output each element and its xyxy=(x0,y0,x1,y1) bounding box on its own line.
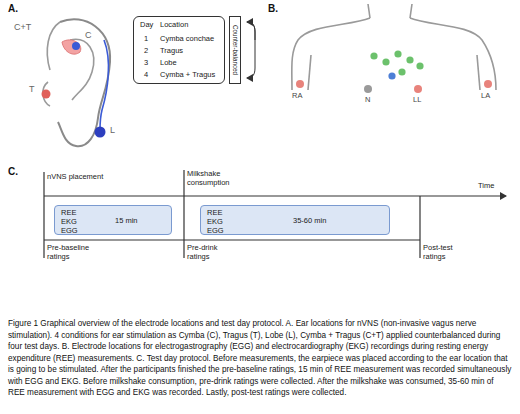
measurement-box: REE EKG EGG 15 min xyxy=(54,205,172,235)
electrode-label: RA xyxy=(292,92,302,101)
ekg-electrode xyxy=(414,85,422,93)
box-text: Cymba + Tragus xyxy=(160,70,215,79)
box-text: Day xyxy=(140,20,153,29)
ear-antihelix xyxy=(70,39,94,100)
box-text: 2 xyxy=(144,46,148,55)
torso-outline xyxy=(410,18,496,90)
panel-letter: B. xyxy=(268,3,278,15)
time-tick xyxy=(419,196,420,258)
box-text: Location xyxy=(160,20,188,29)
time-tick xyxy=(183,170,184,258)
neutral-electrode xyxy=(364,85,372,93)
counterbalance-arrow xyxy=(247,22,255,78)
egg-electrode xyxy=(370,52,377,59)
axis-label: Time xyxy=(478,182,494,191)
cymba-area xyxy=(62,40,81,54)
ratings-label: Post-test ratings xyxy=(423,244,468,261)
egg-electrode xyxy=(382,58,389,65)
figure-caption: Figure 1 Graphical overview of the elect… xyxy=(8,318,512,399)
box-text: 1 xyxy=(144,34,148,43)
egg-electrode xyxy=(406,56,413,63)
location-label: L xyxy=(110,125,115,135)
egg-electrode xyxy=(394,50,401,57)
box-text: 4 xyxy=(144,70,148,79)
measurement-box: REE EKG EGG 35-60 min xyxy=(200,205,390,235)
rotated-label: Counter-balanced xyxy=(232,25,239,75)
arm-line xyxy=(477,55,480,90)
box-text: 3 xyxy=(144,58,148,67)
arm-line xyxy=(308,55,311,90)
counterbalance-arrow xyxy=(247,22,255,40)
ear-helix xyxy=(58,19,110,146)
torso-neck xyxy=(368,4,370,18)
lobe-electrode xyxy=(95,127,106,138)
ekg-electrode xyxy=(484,80,492,88)
timeline-event: nVNS placement xyxy=(47,173,103,182)
panel-letter: A. xyxy=(8,3,18,15)
torso-outline xyxy=(292,18,370,90)
egg-electrode xyxy=(416,62,423,69)
timeline-event: Milkshake consumption xyxy=(187,170,249,187)
time-axis xyxy=(44,195,506,196)
ratings-line xyxy=(44,239,420,240)
time-tick xyxy=(43,172,44,258)
box-text: REE EKG EGG xyxy=(61,208,83,235)
counterbalance-box: Counter-balanced xyxy=(229,16,241,84)
ear-crus xyxy=(47,22,60,70)
torso-neck xyxy=(410,4,412,18)
box-text: Tragus xyxy=(160,46,183,55)
box-text: REE EKG EGG xyxy=(207,208,229,235)
location-label: C+T xyxy=(14,22,31,32)
electrode-label: LA xyxy=(481,92,490,101)
electrode-label: N xyxy=(365,96,370,105)
box-text: 35-60 min xyxy=(293,216,326,225)
electrode-label: LL xyxy=(413,96,421,105)
box-text: Cymba conchae xyxy=(160,34,214,43)
egg-electrode xyxy=(388,72,395,79)
location-label: T xyxy=(29,84,35,94)
ekg-electrode xyxy=(296,80,304,88)
tragus-electrode xyxy=(42,90,51,99)
day-table: Day Location 1 Cymba conchae 2 Tragus 3 Lobe 4 Cy… xyxy=(133,16,225,84)
ratings-label: Pre-baseline ratings xyxy=(47,244,102,261)
panel-letter: C. xyxy=(8,166,18,178)
box-text: 15 min xyxy=(115,216,138,225)
ratings-label: Pre-drink ratings xyxy=(187,244,232,261)
location-label: C xyxy=(85,30,92,40)
cymba-electrode xyxy=(72,42,80,50)
box-text: Lobe xyxy=(160,58,177,67)
egg-electrode xyxy=(398,68,405,75)
electrode-wire xyxy=(100,40,108,130)
